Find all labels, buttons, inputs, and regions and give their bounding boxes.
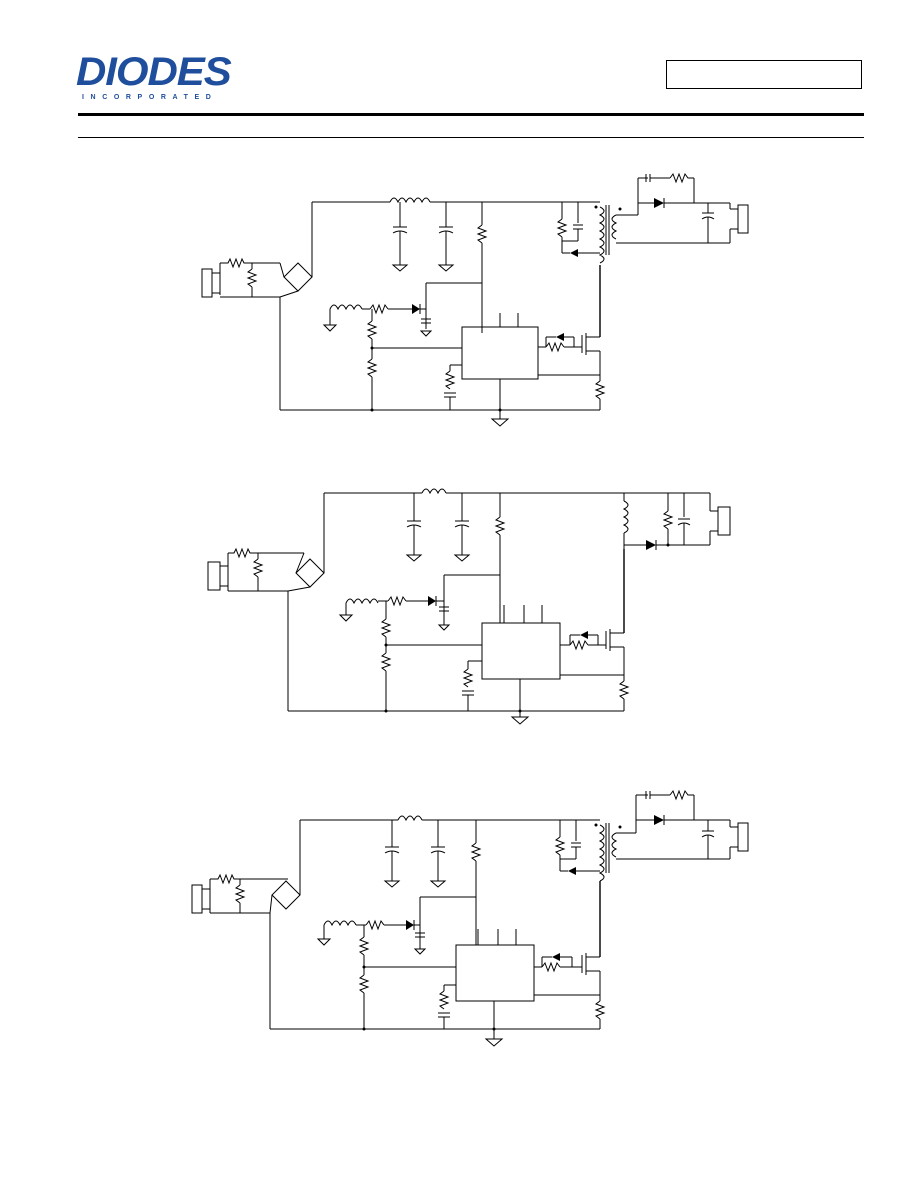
input-capacitor-2 [429, 820, 447, 888]
buck-boost-schematic [207, 488, 731, 725]
flyback-schematic-2 [191, 789, 749, 1047]
mosfet [581, 265, 601, 377]
output-connector [729, 203, 749, 243]
current-sense-resistor [618, 680, 630, 711]
output-capacitor [616, 203, 730, 244]
header-rule [78, 113, 864, 116]
comp-capacitor [438, 984, 456, 1029]
feedback-divider [358, 925, 456, 1029]
bridge-rectifier [269, 820, 301, 914]
input-capacitor-1 [391, 202, 409, 272]
ac-input-connector [207, 553, 229, 591]
gate-drive [538, 333, 582, 353]
feedback-divider [366, 309, 462, 410]
controller-ic [461, 313, 539, 380]
startup-resistor [494, 493, 506, 623]
output-connector [729, 820, 749, 859]
bridge-rectifier [287, 493, 325, 592]
logo-wordmark: DIODES [76, 50, 232, 94]
flyback-transformer [594, 205, 622, 264]
input-resistor [220, 257, 280, 269]
feedback-divider [380, 601, 482, 711]
input-capacitor-2 [453, 493, 471, 562]
bridge-rectifier [279, 202, 313, 298]
comp-capacitor [444, 364, 462, 410]
input-inductor [397, 815, 423, 822]
comp-capacitor [462, 660, 482, 711]
mosfet [605, 549, 625, 681]
mosfet [581, 881, 601, 1001]
x-resistor [220, 263, 280, 298]
output-connector [709, 493, 731, 545]
output-rectifier [616, 172, 730, 216]
output-resistor [662, 493, 674, 547]
input-inductor [421, 488, 447, 495]
controller-ic [481, 605, 561, 680]
flyback-schematic-1 [201, 172, 749, 427]
ac-input-connector [191, 879, 211, 914]
input-inductor [389, 197, 431, 204]
diodes-logo: DIODES INCORPORATED [76, 50, 252, 106]
header-rule-secondary [78, 137, 864, 138]
output-rectifier [616, 789, 730, 834]
aux-winding [338, 574, 500, 631]
gate-drive [534, 953, 582, 973]
snubber [554, 820, 600, 875]
part-number-box [666, 60, 862, 89]
output-capacitor [616, 820, 730, 860]
current-sense-resistor [594, 375, 606, 410]
freewheel-diode [646, 540, 710, 550]
controller-ic [455, 929, 535, 1002]
logo-subtitle: INCORPORATED [82, 94, 218, 101]
flyback-transformer [594, 823, 622, 882]
current-sense-resistor [594, 1000, 606, 1029]
startup-resistor [470, 820, 482, 945]
gate-drive [560, 631, 606, 651]
output-capacitor [677, 493, 691, 545]
ac-input-connector [201, 263, 221, 298]
buck-boost-inductor [622, 493, 646, 549]
aux-winding [316, 896, 476, 955]
input-capacitor-1 [383, 820, 401, 888]
input-capacitor-1 [405, 493, 423, 562]
input-capacitor-2 [437, 202, 455, 272]
aux-winding [322, 282, 482, 337]
snubber [556, 202, 600, 257]
